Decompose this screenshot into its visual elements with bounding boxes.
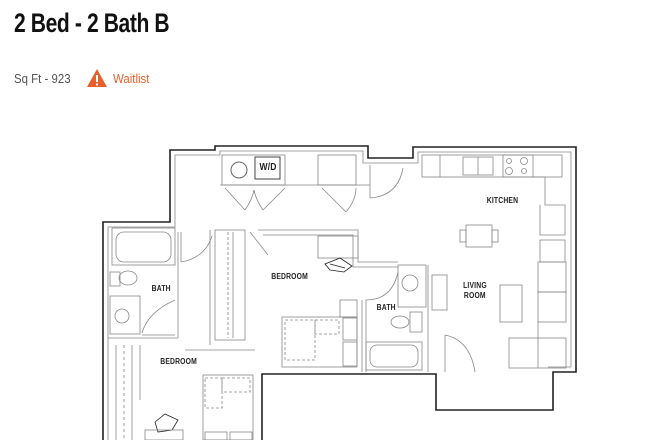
bedroom-center-label: BEDROOM xyxy=(271,272,308,281)
warning-triangle-icon xyxy=(86,68,108,88)
kitchen-label: KITCHEN xyxy=(486,196,519,205)
unit-meta: Sq Ft - 923 Waitlist xyxy=(14,66,155,90)
bath-left-label: BATH xyxy=(151,284,171,293)
bedroom-lower-label: BEDROOM xyxy=(160,357,197,366)
waitlist-status-link[interactable]: Waitlist xyxy=(113,70,150,86)
living-room-label-line2: ROOM xyxy=(463,291,486,300)
living-room-label-line1: LIVING xyxy=(463,281,487,290)
bath-center-label: BATH xyxy=(376,303,396,312)
unit-title: 2 Bed - 2 Bath B xyxy=(14,8,170,38)
washer-dryer-label: W/D xyxy=(259,162,277,173)
sqft-label: Sq Ft - 923 xyxy=(14,70,71,86)
